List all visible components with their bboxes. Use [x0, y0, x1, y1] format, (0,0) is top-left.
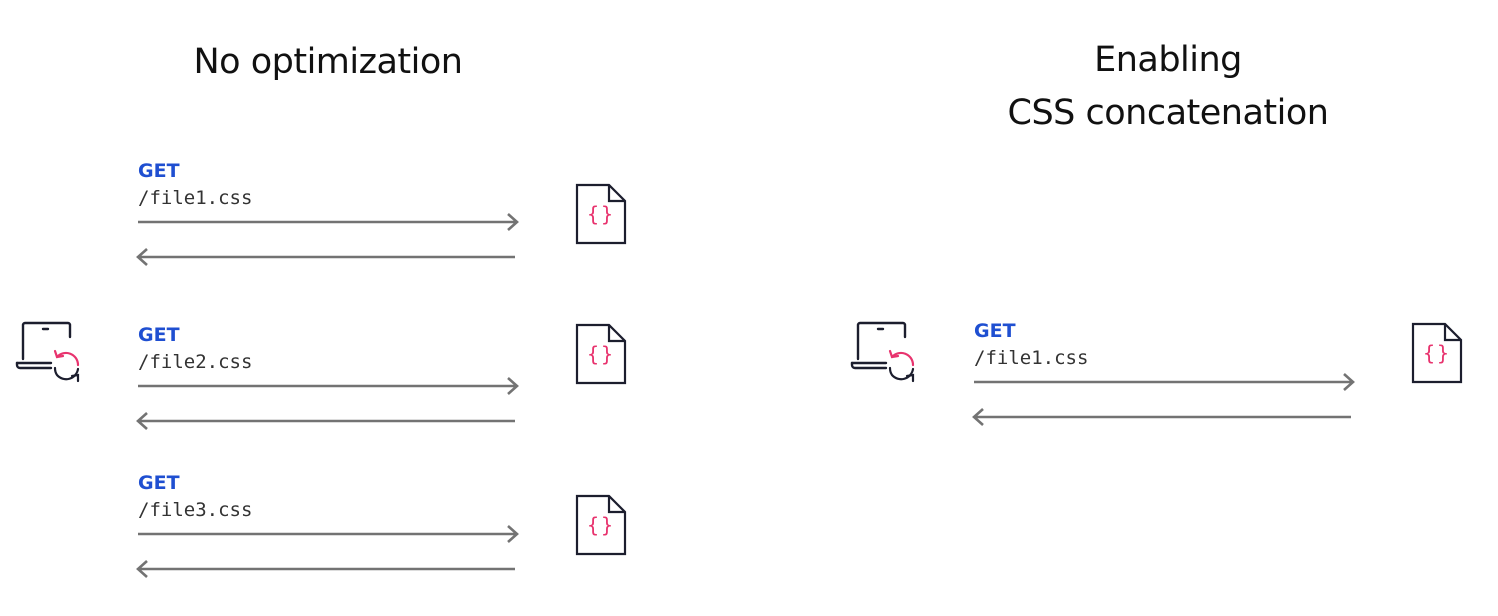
request-arrow — [138, 213, 519, 231]
css-braces-glyph: {} — [586, 342, 616, 366]
css-braces-glyph: {} — [586, 202, 616, 226]
right-title-line2: CSS concatenation — [1007, 93, 1329, 133]
request-path: /file1.css — [974, 347, 1089, 369]
css-file-icon: {} — [575, 494, 627, 556]
response-arrow — [972, 408, 1351, 426]
request-arrow — [138, 525, 519, 543]
client-icon-right — [850, 321, 915, 383]
request-path: /file2.css — [138, 351, 253, 373]
refresh-icon — [888, 349, 915, 383]
request-path: /file3.css — [138, 499, 253, 521]
http-method: GET — [138, 324, 180, 346]
css-file-icon: {} — [1411, 322, 1463, 384]
http-method: GET — [974, 320, 1016, 342]
css-braces-glyph: {} — [586, 513, 616, 537]
response-arrow — [136, 248, 515, 266]
response-arrow — [136, 560, 515, 578]
http-method: GET — [138, 160, 180, 182]
laptop-icon — [15, 321, 72, 370]
http-method: GET — [138, 472, 180, 494]
response-arrow — [136, 412, 515, 430]
request-path: /file1.css — [138, 187, 253, 209]
refresh-icon — [53, 349, 80, 383]
request-arrow — [138, 377, 519, 395]
laptop-icon — [850, 321, 907, 370]
css-file-icon: {} — [575, 183, 627, 245]
request-arrow — [974, 373, 1355, 391]
client-icon-left — [15, 321, 80, 383]
right-title-line1: Enabling — [1094, 40, 1242, 80]
css-braces-glyph: {} — [1422, 341, 1452, 365]
css-file-icon: {} — [575, 323, 627, 385]
left-title: No optimization — [193, 42, 463, 82]
